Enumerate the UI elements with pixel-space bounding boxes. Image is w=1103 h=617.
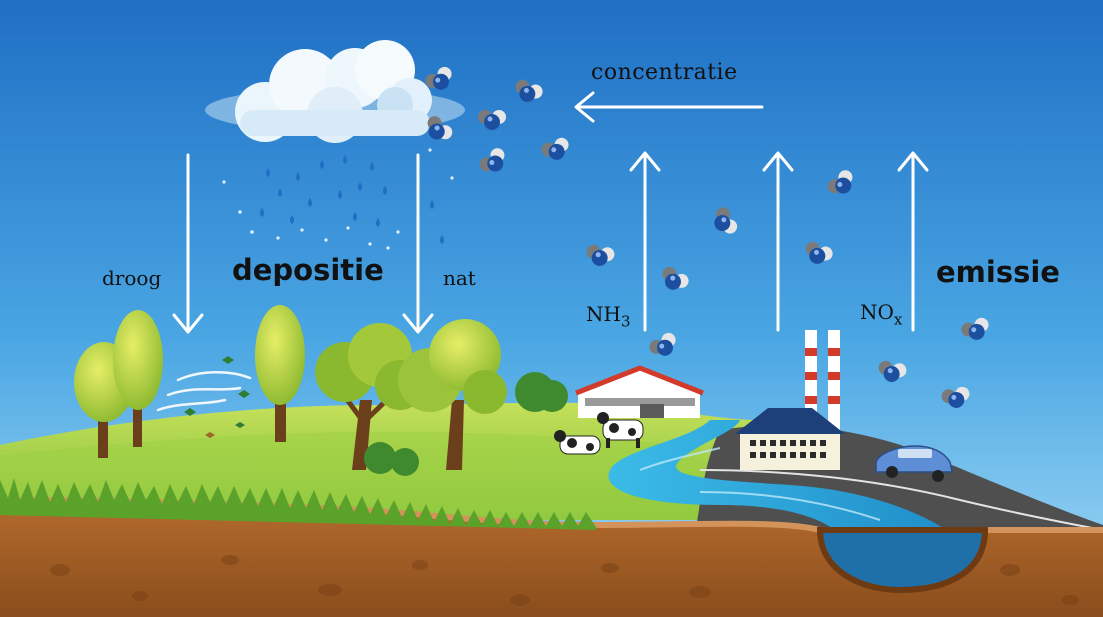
concentration-arrow xyxy=(574,91,764,123)
factory-icon xyxy=(735,330,845,470)
wet-label: nat xyxy=(443,266,476,290)
soil xyxy=(0,500,1103,617)
cloud-icon xyxy=(205,40,465,143)
emission-label: emissie xyxy=(936,255,1060,289)
dry-deposition-arrow xyxy=(172,153,204,334)
nox-subscript: x xyxy=(893,310,903,329)
molecule-icon xyxy=(479,148,505,172)
nh3-base: NH xyxy=(586,302,621,326)
molecule-icon xyxy=(662,266,689,290)
leaf-icon xyxy=(184,356,250,438)
deposition-label: depositie xyxy=(232,253,384,287)
cow-icon xyxy=(554,412,644,455)
molecule-icon xyxy=(805,241,833,264)
molecule-icon xyxy=(827,170,853,194)
nox-label: NOx xyxy=(860,302,902,327)
concentration-label: concentratie xyxy=(591,60,738,85)
molecule-icon xyxy=(586,244,615,266)
emission-arrow-1 xyxy=(629,151,661,332)
molecule-icon xyxy=(878,360,907,382)
nox-base: NO xyxy=(860,300,894,324)
molecule-icon xyxy=(425,66,452,90)
wet-deposition-arrow xyxy=(402,153,434,334)
nh3-subscript: 3 xyxy=(620,312,631,331)
raindrop-icon xyxy=(260,155,444,244)
molecule-icon xyxy=(515,79,543,102)
molecule-icon xyxy=(425,66,989,408)
groundwater xyxy=(816,527,989,594)
molecule-icon xyxy=(961,317,989,340)
molecule-icon xyxy=(649,332,676,356)
molecule-icon xyxy=(478,110,506,130)
molecule-icon xyxy=(427,116,453,140)
dry-label: droog xyxy=(102,266,162,290)
molecule-icon xyxy=(714,207,738,234)
barn-icon xyxy=(575,365,704,418)
oak-tree-icon xyxy=(315,319,568,476)
molecule-icon xyxy=(541,137,569,160)
nh3-label: NH3 xyxy=(586,304,631,329)
tree-icon xyxy=(74,305,305,458)
molecule-icon xyxy=(941,386,970,408)
emission-arrow-3 xyxy=(897,151,929,332)
car-icon xyxy=(875,445,953,482)
river xyxy=(608,420,960,540)
emission-arrow-2 xyxy=(762,151,794,332)
